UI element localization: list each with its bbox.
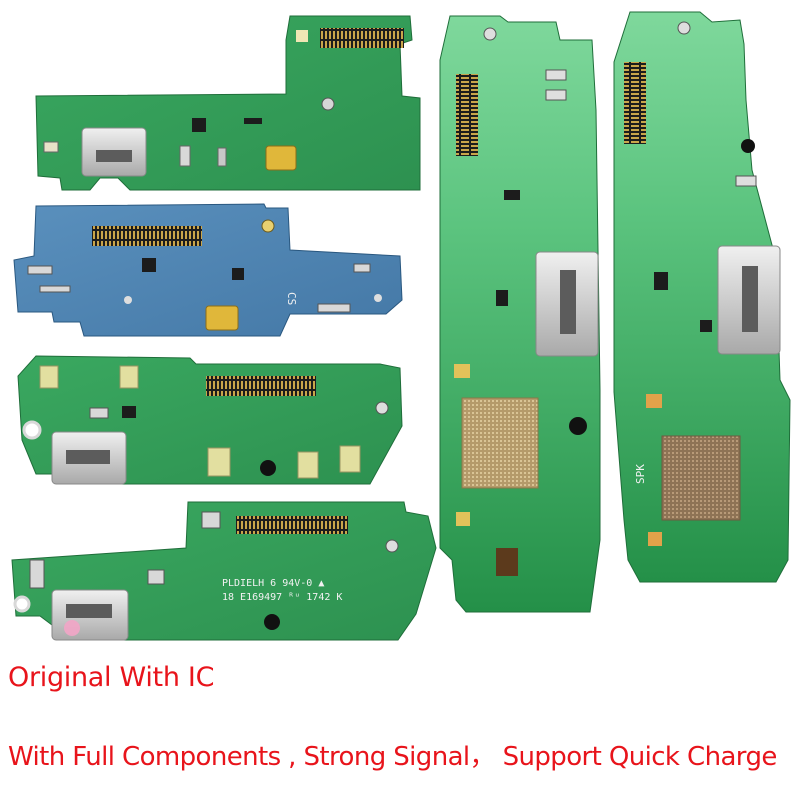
board-3-pad [39, 365, 59, 389]
board-6-ic [654, 272, 668, 290]
board-2-test-point [374, 294, 382, 302]
board-2-component [317, 303, 351, 313]
board-5-pad [496, 548, 518, 576]
board-4-component [147, 569, 165, 585]
board-1-component [244, 118, 262, 124]
board-1-component [217, 147, 227, 167]
board-1-component [43, 141, 59, 153]
board-6-pad [646, 394, 662, 408]
board-2-component [353, 263, 371, 273]
board-3-connector [206, 376, 316, 396]
board-3-pad [339, 445, 361, 473]
board-4-component [29, 559, 45, 589]
board-3-pad [119, 365, 139, 389]
board-5-mic-hole [569, 417, 587, 435]
board-5-test-point [483, 27, 497, 41]
board-5-ic [496, 290, 508, 306]
board-1-usb-slot [96, 150, 132, 162]
board-6-pad [648, 532, 662, 546]
board-2-ic [232, 268, 244, 280]
board-5-pad [454, 364, 470, 378]
board-1-component [296, 30, 308, 42]
board-5-ic [504, 190, 520, 200]
board-3-mount-hole [22, 420, 42, 440]
board-3-test-point [375, 401, 389, 415]
board-2: CS [13, 203, 403, 337]
board-5-mesh-pad [461, 397, 539, 489]
board-5-pad [456, 512, 470, 526]
board-6-silk-label: SPK [634, 464, 647, 484]
board-6-pcb [613, 11, 791, 583]
board-3-pad [207, 447, 231, 477]
board-2-test-point [124, 296, 132, 304]
board-2-test-point [261, 219, 275, 233]
board-6-mic-hole [741, 139, 755, 153]
board-2-connector [92, 226, 202, 246]
board-6: SPK [613, 11, 791, 583]
board-6-ic [700, 320, 712, 332]
board-4-silk-text: PLDIELH 6 94V-0 ▲ [222, 578, 324, 589]
board-1-connector [320, 28, 404, 48]
board-4-mic-hole [264, 614, 280, 630]
board-4-connector [236, 516, 348, 534]
board-6-component [735, 175, 757, 187]
board-3-component [89, 407, 109, 419]
board-5-component [545, 89, 567, 101]
board-2-ic [142, 258, 156, 272]
board-2-silk-label: CS [285, 292, 298, 305]
board-6-connector [624, 62, 646, 144]
board-4-mount-hole [13, 595, 31, 613]
board-5 [439, 15, 601, 613]
board-1-ic [192, 118, 206, 132]
board-3 [17, 355, 403, 485]
board-4-usb-slot [66, 604, 112, 618]
board-4: PLDIELH 6 94V-0 ▲ 18 E169497 ᴿᵘ 1742 K [11, 501, 437, 641]
board-2-mic [205, 305, 239, 331]
caption-original-with-ic: Original With IC [8, 662, 215, 693]
board-6-mesh-pad [661, 435, 741, 521]
board-5-connector [456, 74, 478, 156]
board-3-mic-hole [260, 460, 276, 476]
caption-features: With Full Components , Strong Signal， Su… [8, 742, 777, 772]
board-4-pink-dot [64, 620, 80, 636]
board-4-test-point [385, 539, 399, 553]
board-5-component [545, 69, 567, 81]
board-3-ic [122, 406, 136, 418]
board-4-component [201, 511, 221, 529]
board-6-usb-slot [742, 266, 758, 332]
board-3-usb-slot [66, 450, 110, 464]
board-5-usb-slot [560, 270, 576, 334]
board-6-test-point [677, 21, 691, 35]
board-2-component [39, 285, 71, 293]
board-1-component [179, 145, 191, 167]
board-1-test-point [321, 97, 335, 111]
board-1-mic [265, 145, 297, 171]
board-3-pad [297, 451, 319, 479]
board-1 [35, 15, 421, 191]
board-2-component [27, 265, 53, 275]
board-4-silk-text: 18 E169497 ᴿᵘ 1742 K [222, 592, 342, 603]
